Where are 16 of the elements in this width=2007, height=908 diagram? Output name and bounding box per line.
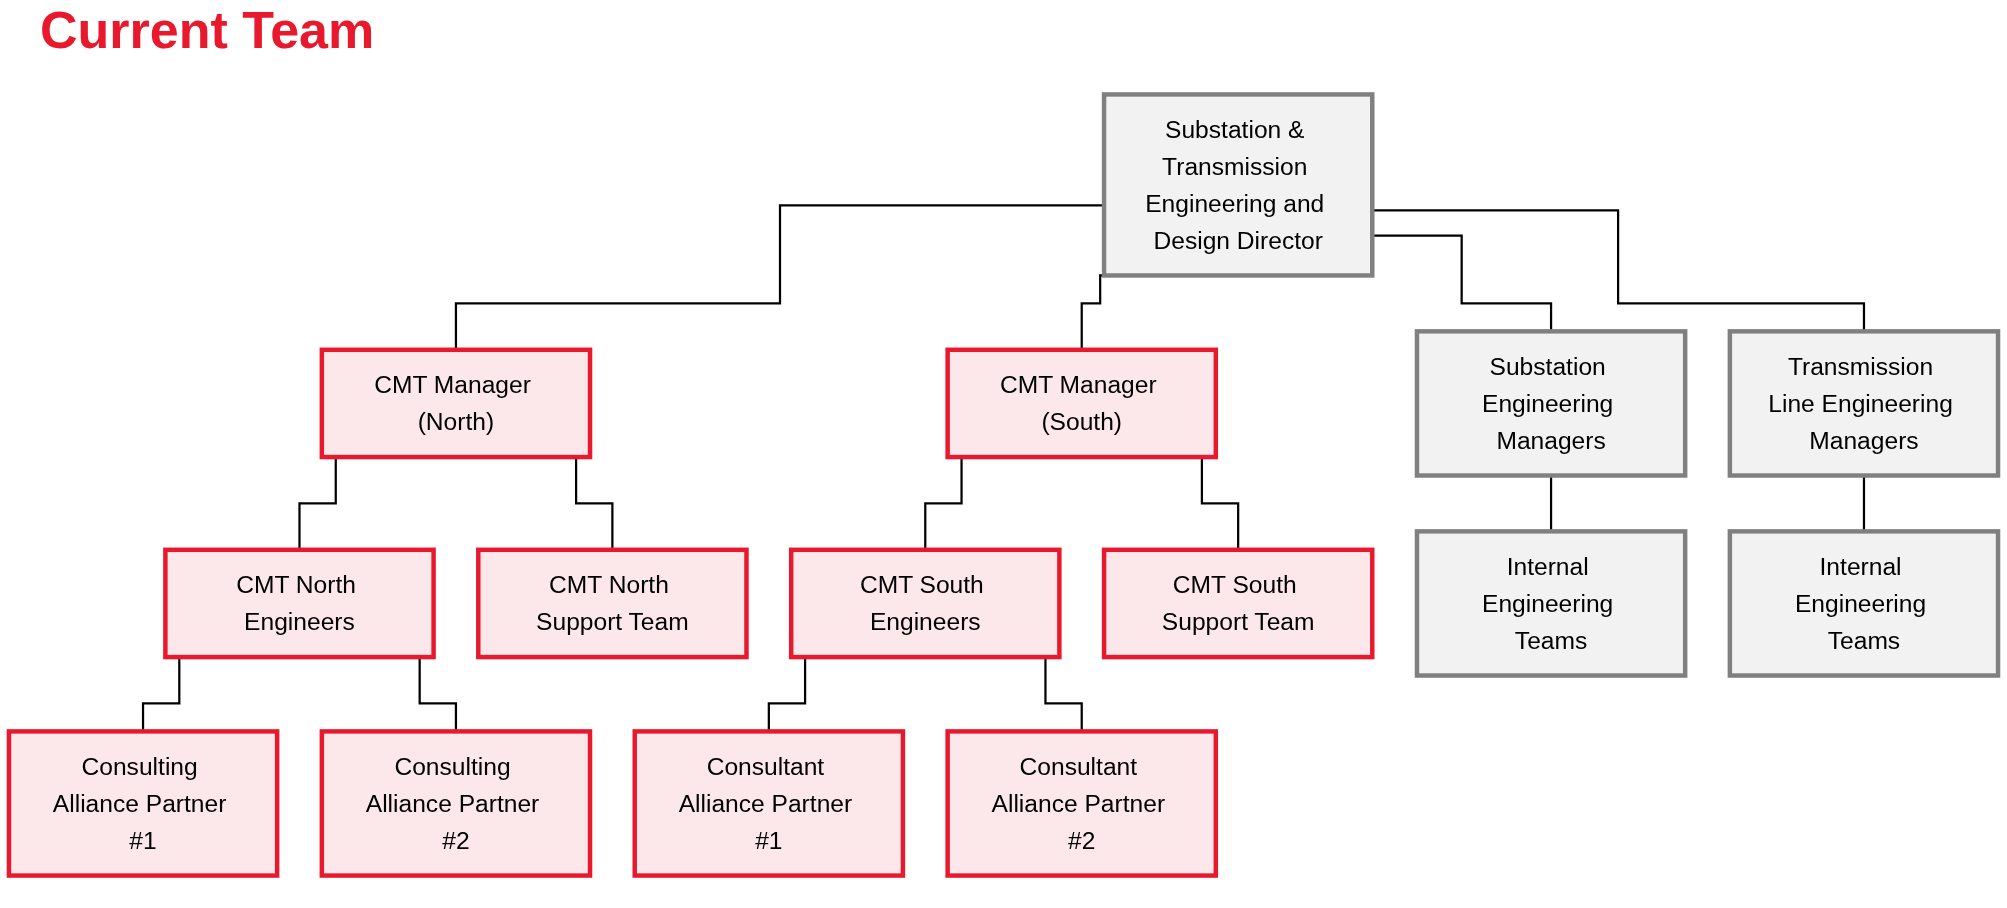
node-box: Consulting Alliance Partner #2	[319, 729, 593, 878]
node-box: CMT Manager (South)	[945, 347, 1219, 460]
node-box: CMT North Support Team	[476, 547, 749, 660]
node-box: CMT North Engineers	[163, 547, 436, 660]
node-box: Substation Engineering Managers	[1414, 329, 1688, 478]
node-box: Substation & Transmission Engineering and Design Director	[1101, 92, 1375, 278]
node-box: Internal Engineering Teams	[1727, 529, 2001, 678]
node-box: Consultant Alliance Partner #1	[632, 729, 906, 878]
node-box: CMT Manager (North)	[319, 347, 593, 460]
node-box: CMT South Support Team	[1101, 547, 1375, 660]
node-box: Transmission Line Engineering Managers	[1727, 329, 2001, 478]
node-box: Consulting Alliance Partner #1	[6, 729, 280, 878]
title: Current Team	[40, 0, 375, 60]
node-box: Consultant Alliance Partner #2	[945, 729, 1219, 878]
node-box: Internal Engineering Teams	[1414, 529, 1688, 678]
node-box: CMT South Engineers	[788, 547, 1062, 660]
